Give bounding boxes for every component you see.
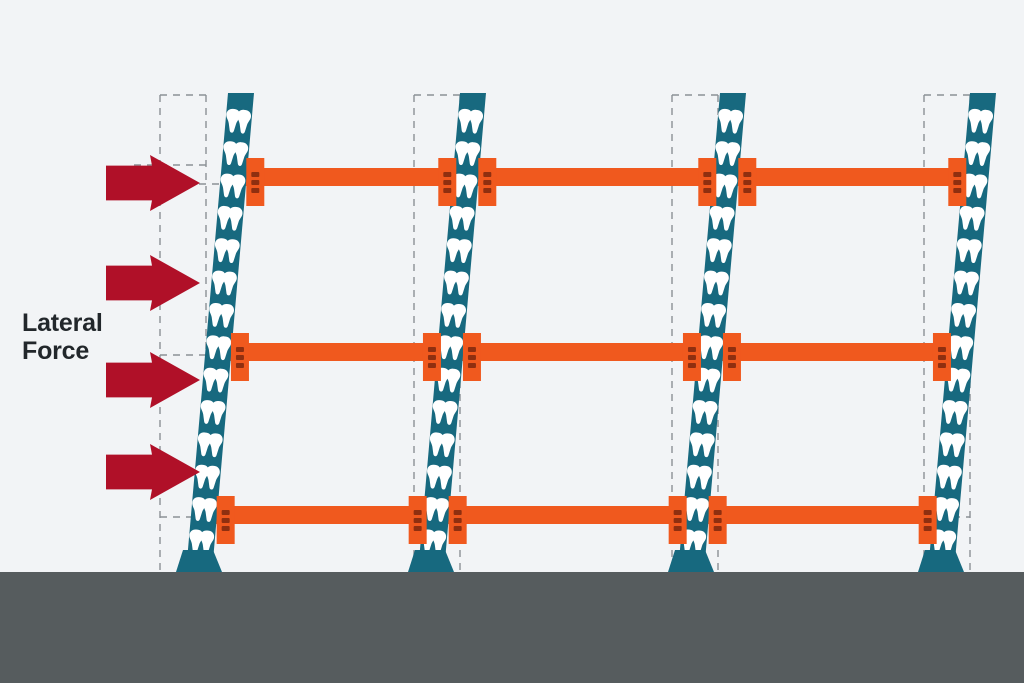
beam-level-bottom-connector-right-0	[216, 496, 235, 544]
beam-level-bottom-connector-right-0-bolt-slot	[221, 526, 230, 531]
upright-1	[186, 93, 254, 572]
beam-level-middle-connector-left-2	[682, 333, 701, 381]
beam-level-bottom-connector-left-3-bolt-slot	[923, 518, 932, 523]
beam-level-middle-connector-right-0-bolt-slot	[235, 347, 244, 352]
beam-level-middle-connector-left-1-bolt-slot	[427, 363, 436, 368]
beam-level-top-connector-right-0-bolt-slot	[251, 180, 260, 185]
beam-level-top-connector-right-2-bolt-slot	[743, 172, 752, 177]
beam-level-middle-connector-right-2	[722, 333, 741, 381]
beam-level-top-connector-left-1-bolt-slot	[443, 180, 452, 185]
beam-level-middle-connector-right-1-bolt-slot	[467, 347, 476, 352]
beam-level-top-connector-right-0	[246, 158, 265, 206]
beam-level-middle-connector-left-2-bolt-slot	[687, 347, 696, 352]
upright-4	[928, 93, 996, 572]
beam-level-top-connector-right-1-bolt-slot	[483, 180, 492, 185]
lateral-force-arrow-1	[106, 155, 200, 211]
beam-level-bottom-connector-left-1	[408, 496, 427, 544]
beam-level-bottom-connector-right-1-bolt-slot	[453, 510, 462, 515]
baseplate-layer	[176, 550, 964, 572]
beam-level-top	[235, 168, 986, 186]
beam-level-top-connector-left-1-bolt-slot	[443, 188, 452, 193]
upright-3-baseplate	[668, 550, 714, 572]
rack-structure-layer	[186, 93, 996, 572]
beam-level-top-connector-right-1-bolt-slot	[483, 172, 492, 177]
beam-level-top-connector-right-2	[738, 158, 757, 206]
warehouse-floor	[0, 572, 1024, 683]
beam-level-top-connector-left-3-bolt-slot	[953, 180, 962, 185]
upright-1-baseplate	[176, 550, 222, 572]
beam-level-top-connector-left-2	[698, 158, 717, 206]
beam-level-middle-connector-right-0-bolt-slot	[235, 363, 244, 368]
beam-level-bottom-connector-right-0-bolt-slot	[221, 510, 230, 515]
beam-level-bottom-connector-right-1-bolt-slot	[453, 526, 462, 531]
beam-level-top-connector-left-3-bolt-slot	[953, 172, 962, 177]
beam-level-bottom-connector-left-1-bolt-slot	[413, 526, 422, 531]
lateral-force-arrow-3	[106, 352, 200, 408]
beam-level-top-connector-left-2-bolt-slot	[703, 172, 712, 177]
beam-level-middle-connector-right-1	[462, 333, 481, 381]
lateral-force-label-line1: Lateral	[22, 309, 103, 337]
beam-level-top-connector-left-2-bolt-slot	[703, 180, 712, 185]
beam-level-top-connector-left-1	[438, 158, 457, 206]
beam-level-middle-connector-left-2-bolt-slot	[687, 363, 696, 368]
beam-level-bottom-connector-left-2-bolt-slot	[673, 526, 682, 531]
beam-level-top-connector-right-1	[478, 158, 497, 206]
beam-level-middle-connector-left-2-bolt-slot	[687, 355, 696, 360]
beam-level-middle-connector-left-3-bolt-slot	[937, 363, 946, 368]
beam-level-bottom-connector-left-2-bolt-slot	[673, 518, 682, 523]
beam-level-middle-connector-right-0	[230, 333, 249, 381]
beam-level-middle-connector-left-3	[932, 333, 951, 381]
beam-level-middle-connector-right-0-bolt-slot	[235, 355, 244, 360]
upright-3	[678, 93, 746, 572]
beam-level-bottom-connector-right-2-bolt-slot	[713, 518, 722, 523]
beam-level-middle-connector-right-1-bolt-slot	[467, 363, 476, 368]
beam-level-bottom-connector-left-1-bolt-slot	[413, 518, 422, 523]
beam-level-bottom-connector-left-3-bolt-slot	[923, 526, 932, 531]
beam-level-middle-connector-right-2-bolt-slot	[727, 363, 736, 368]
beam-level-bottom-connector-left-2	[668, 496, 687, 544]
beam-level-middle-connector-left-3-bolt-slot	[937, 355, 946, 360]
beam-level-top-connector-right-0-bolt-slot	[251, 172, 260, 177]
lateral-force-arrow-layer	[106, 155, 200, 500]
beam-level-middle-connector-right-2-bolt-slot	[727, 355, 736, 360]
beam-level-bottom-connector-right-2-bolt-slot	[713, 510, 722, 515]
beam-level-middle	[220, 343, 971, 361]
beam-level-middle-connector-left-1-bolt-slot	[427, 355, 436, 360]
beam-level-middle-connector-left-1-bolt-slot	[427, 347, 436, 352]
beam-level-bottom-connector-right-2	[708, 496, 727, 544]
beam-level-bottom-connector-right-2-bolt-slot	[713, 526, 722, 531]
beam-level-top-connector-left-1-bolt-slot	[443, 172, 452, 177]
beam-level-top-connector-right-2-bolt-slot	[743, 188, 752, 193]
beam-level-bottom-connector-left-1-bolt-slot	[413, 510, 422, 515]
beam-level-top-connector-right-0-bolt-slot	[251, 188, 260, 193]
lateral-force-arrow-2	[106, 255, 200, 311]
beam-level-top-connector-right-2-bolt-slot	[743, 180, 752, 185]
upright-2-baseplate	[408, 550, 454, 572]
beam-level-bottom-connector-right-1-bolt-slot	[453, 518, 462, 523]
beam-level-bottom-connector-left-2-bolt-slot	[673, 510, 682, 515]
beam-level-bottom-connector-right-0-bolt-slot	[221, 518, 230, 523]
beam-level-top-connector-left-3	[948, 158, 967, 206]
beam-level-top-connector-right-1-bolt-slot	[483, 188, 492, 193]
upright-2	[418, 93, 486, 572]
beam-level-bottom-connector-left-3	[918, 496, 937, 544]
lateral-force-label-line2: Force	[22, 337, 89, 365]
beam-level-top-connector-left-3-bolt-slot	[953, 188, 962, 193]
beam-level-middle-connector-left-1	[422, 333, 441, 381]
beam-level-bottom-connector-right-1	[448, 496, 467, 544]
beam-level-middle-connector-right-2-bolt-slot	[727, 347, 736, 352]
beam-level-top-connector-left-2-bolt-slot	[703, 188, 712, 193]
beam-level-middle-connector-left-3-bolt-slot	[937, 347, 946, 352]
beam-level-bottom	[206, 506, 956, 524]
beam-level-bottom-connector-left-3-bolt-slot	[923, 510, 932, 515]
beam-level-middle-connector-right-1-bolt-slot	[467, 355, 476, 360]
upright-4-baseplate	[918, 550, 964, 572]
lateral-force-arrow-4	[106, 444, 200, 500]
